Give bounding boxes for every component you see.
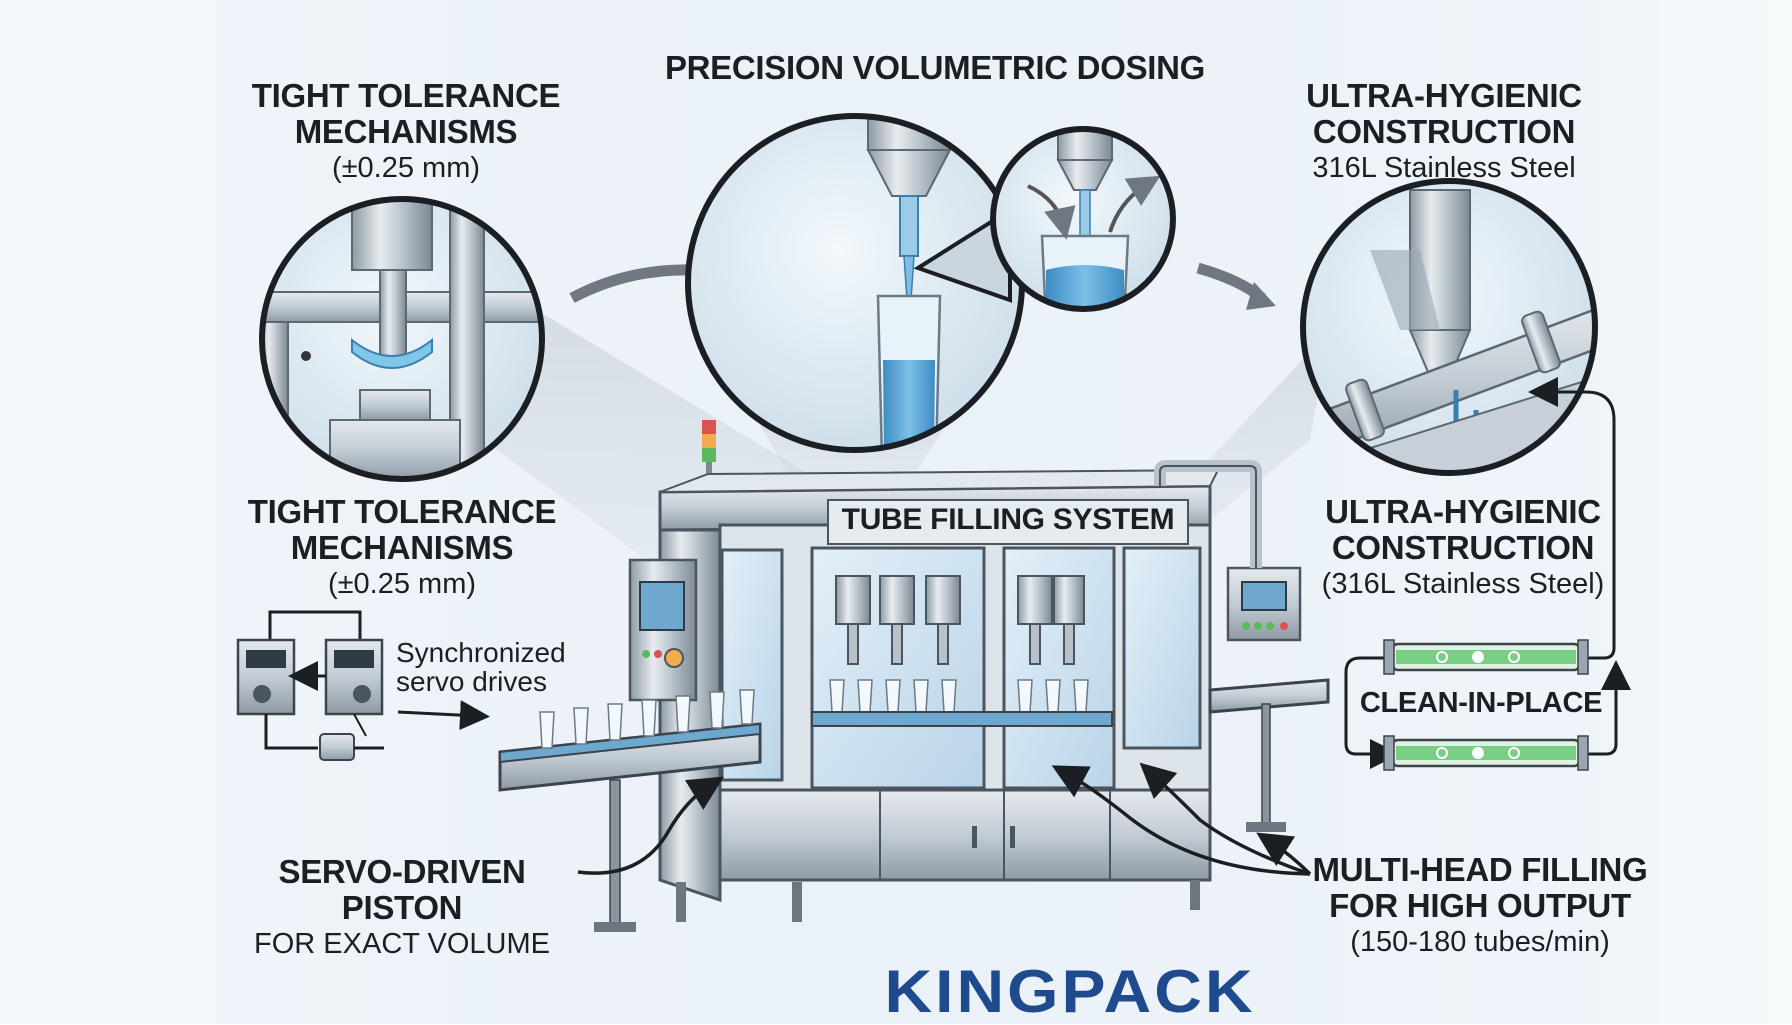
- callout-lines: [577, 762, 1312, 876]
- servo-drives-illustration: [236, 610, 490, 761]
- label-mid-right: ULTRA-HYGIENIC CONSTRUCTION (316L Stainl…: [1278, 494, 1648, 601]
- label-servo-drives-1: Synchronized: [396, 637, 566, 668]
- label-mid-right-title-2: CONSTRUCTION: [1331, 528, 1595, 566]
- label-bottom-right: MULTI-HEAD FILLING FOR HIGH OUTPUT (150-…: [1300, 852, 1660, 959]
- label-bottom-left: SERVO-DRIVEN PISTON FOR EXACT VOLUME: [222, 854, 582, 961]
- label-servo-drives-2: servo drives: [396, 666, 547, 698]
- label-top-left: TIGHT TOLERANCE MECHANISMS (±0.25 mm): [226, 78, 586, 185]
- label-mid-left-title-2: MECHANISMS: [290, 528, 514, 566]
- machine-title: TUBE FILLING SYSTEM: [841, 503, 1175, 536]
- label-clean-in-place-text: CLEAN-IN-PLACE: [1359, 687, 1603, 719]
- label-top-left-title-2: MECHANISMS: [294, 112, 518, 150]
- label-top-right: ULTRA-HYGIENIC CONSTRUCTION 316L Stainle…: [1264, 78, 1624, 185]
- label-top-left-title-1: TIGHT TOLERANCE: [251, 77, 561, 114]
- label-mid-left-sub: (±0.25 mm): [327, 568, 477, 601]
- label-bottom-right-sub: (150-180 tubes/min): [1350, 926, 1610, 959]
- label-top-right-title-2: CONSTRUCTION: [1312, 112, 1576, 150]
- label-bottom-right-title-1: MULTI-HEAD FILLING: [1312, 851, 1648, 888]
- lens-tight-tolerance: [259, 196, 545, 482]
- label-bottom-right-title-2: FOR HIGH OUTPUT: [1329, 886, 1631, 924]
- label-bottom-left-title: SERVO-DRIVEN PISTON: [278, 853, 526, 926]
- label-top-right-sub: 316L Stainless Steel: [1312, 152, 1576, 185]
- lens-hygienic-construction: [1300, 178, 1598, 476]
- brand-logo: KINGPACK: [884, 956, 1256, 1025]
- label-clean-in-place: CLEAN-IN-PLACE: [1354, 687, 1608, 719]
- label-top-left-sub: (±0.25 mm): [331, 152, 481, 185]
- label-top-center-title: PRECISION VOLUMETRIC DOSING: [664, 49, 1206, 86]
- lens-volumetric-dosing: [685, 113, 1176, 453]
- machine-title-plate: TUBE FILLING SYSTEM: [828, 503, 1188, 536]
- arrow-head-icon: [1246, 282, 1276, 310]
- label-mid-right-sub: (316L Stainless Steel): [1321, 568, 1605, 601]
- label-bottom-left-sub: FOR EXACT VOLUME: [254, 928, 550, 961]
- label-servo-drives: Synchronized servo drives: [396, 638, 596, 697]
- label-top-right-title-1: ULTRA-HYGIENIC: [1306, 77, 1582, 114]
- clean-in-place-loop: [1344, 377, 1631, 771]
- label-mid-right-title-1: ULTRA-HYGIENIC: [1325, 493, 1601, 530]
- label-mid-left: TIGHT TOLERANCE MECHANISMS (±0.25 mm): [222, 494, 582, 601]
- label-top-center: PRECISION VOLUMETRIC DOSING: [660, 50, 1210, 86]
- label-mid-left-title-1: TIGHT TOLERANCE: [247, 493, 557, 530]
